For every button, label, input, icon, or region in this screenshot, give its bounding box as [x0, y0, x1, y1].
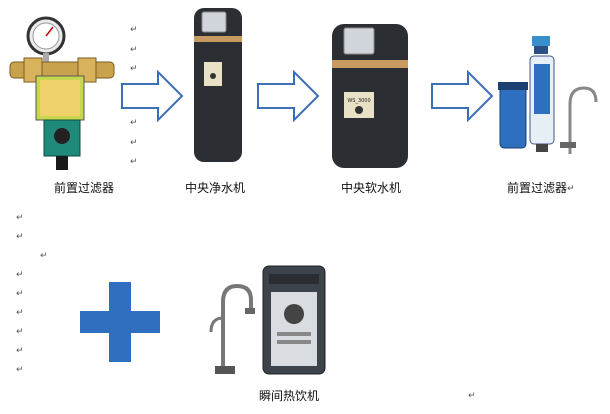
- paragraph-mark: ↵: [130, 118, 138, 128]
- caption-central-purifier: 中央净水机: [185, 181, 246, 195]
- paragraph-mark: ↵: [16, 308, 24, 318]
- pre-filter-1-image: [8, 10, 116, 172]
- paragraph-mark: ↵: [130, 25, 138, 35]
- paragraph-mark: ↵: [16, 365, 24, 375]
- paragraph-mark: ↵: [16, 289, 24, 299]
- caption-instant-hot: 瞬间热饮机: [259, 389, 320, 403]
- pre-filter-2-image: [498, 34, 598, 158]
- central-softener-image: WS_3000: [330, 22, 410, 170]
- softener-badge-label: WS_3000: [347, 98, 370, 104]
- paragraph-mark: ↵: [567, 184, 575, 194]
- paragraph-mark: ↵: [130, 64, 138, 74]
- caption-central-softener: 中央软水机: [341, 181, 402, 195]
- paragraph-mark: ↵: [16, 232, 24, 242]
- caption-pre-filter-1: 前置过滤器: [54, 181, 115, 195]
- right-arrow-icon: [120, 70, 184, 122]
- right-arrow-icon: [256, 70, 320, 122]
- paragraph-mark: ↵: [16, 270, 24, 280]
- instant-hot-image: [205, 262, 327, 380]
- paragraph-mark: ↵: [40, 251, 48, 261]
- paragraph-mark: ↵: [16, 346, 24, 356]
- plus-icon: [80, 282, 160, 362]
- right-arrow-icon: [430, 70, 494, 122]
- paragraph-mark: ↵: [16, 213, 24, 223]
- paragraph-mark: ↵: [130, 138, 138, 148]
- caption-pre-filter-2: 前置过滤器: [507, 181, 568, 195]
- paragraph-mark: ↵: [16, 327, 24, 337]
- paragraph-mark: ↵: [130, 157, 138, 167]
- paragraph-mark: ↵: [130, 45, 138, 55]
- paragraph-mark: ↵: [468, 391, 476, 401]
- central-purifier-image: [192, 6, 244, 164]
